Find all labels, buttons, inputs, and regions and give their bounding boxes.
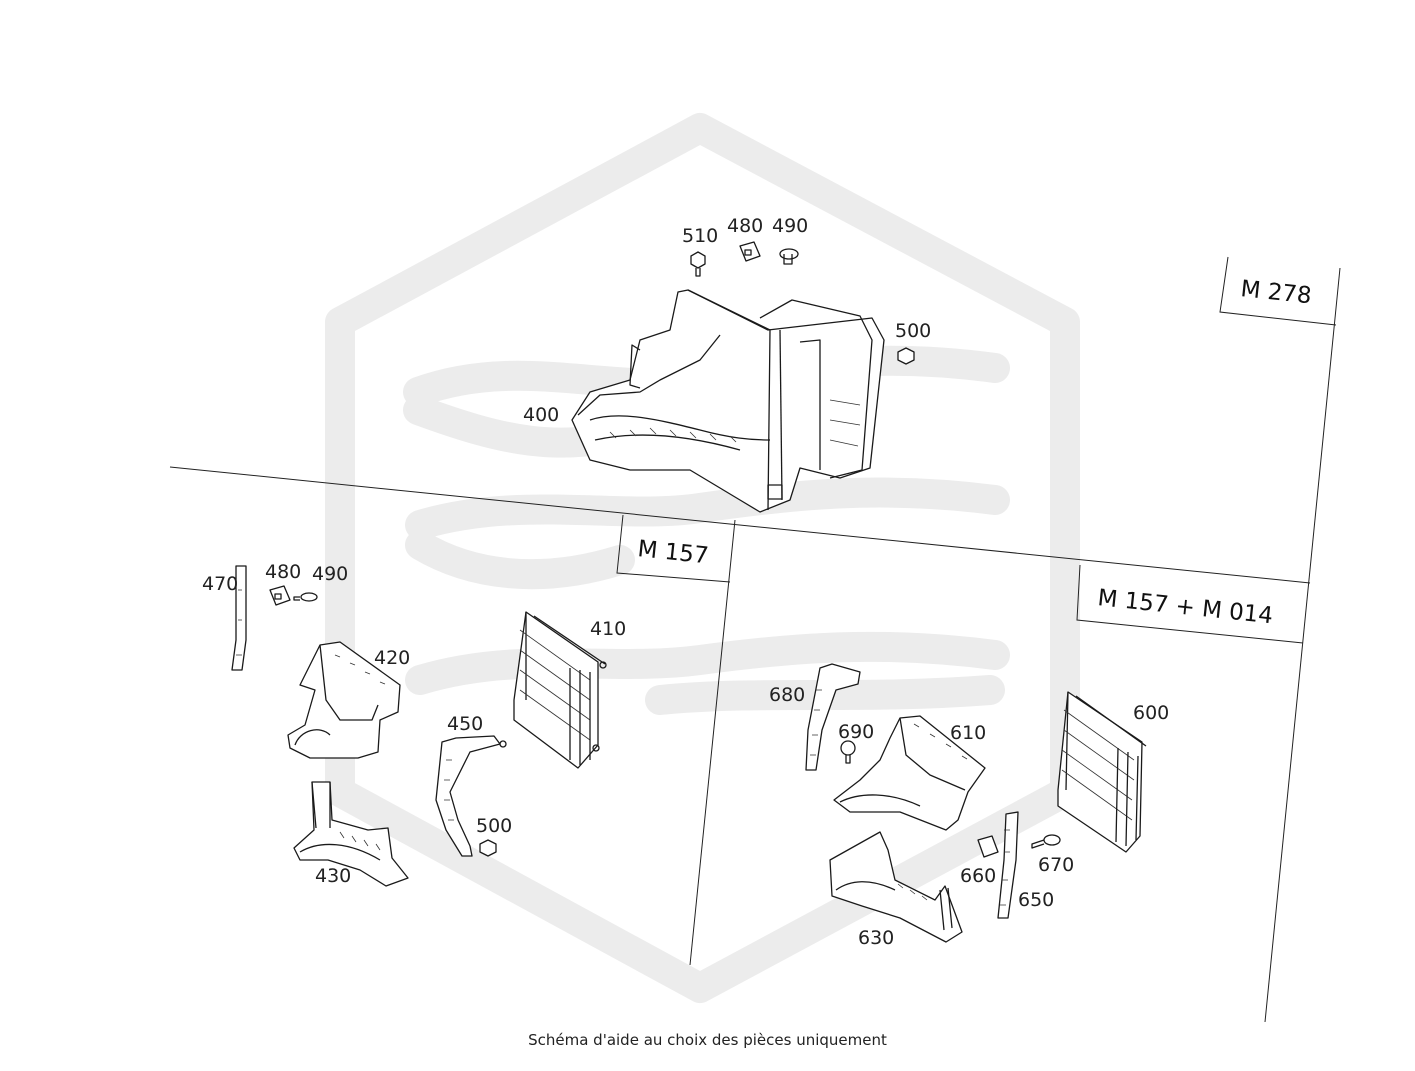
label-680: 680 [769,684,805,706]
part-490-screw-left [293,592,318,602]
label-400: 400 [523,404,559,426]
part-660-clip [977,835,999,858]
logo-watermark [325,113,1080,1003]
part-490-screw-top [779,248,799,265]
part-630-duct-lower [829,831,963,943]
part-number-labels: 510 480 490 500 400 470 480 490 410 420 … [202,215,1169,949]
label-500-left: 500 [476,815,512,837]
part-400-intercooler-assembly [571,289,885,513]
disclaimer-caption: Schéma d'aide au choix des pièces unique… [528,1031,887,1049]
label-660: 660 [960,865,996,887]
label-450: 450 [447,713,483,735]
label-510: 510 [682,225,718,247]
engine-label-m278: M 278 [1239,276,1312,309]
part-410-intercooler [513,611,607,769]
label-650: 650 [1018,889,1054,911]
part-680-bracket [805,663,861,771]
part-500-grommet-left [479,839,497,857]
engine-label-m157: M 157 [636,536,709,569]
label-480-top: 480 [727,215,763,237]
part-510-bolt [690,251,706,277]
label-470: 470 [202,573,238,595]
label-690: 690 [838,721,874,743]
section-dividers [169,256,1341,1023]
part-500-grommet-top [897,347,915,365]
label-670: 670 [1038,854,1074,876]
label-600: 600 [1133,702,1169,724]
label-420: 420 [374,647,410,669]
label-610: 610 [950,722,986,744]
part-690-screw [840,740,856,764]
part-610-air-duct [833,715,986,831]
label-480-left: 480 [265,561,301,583]
part-430-duct-lower [293,781,409,887]
part-470-bracket [231,565,247,671]
engine-label-m157-m014: M 157 + M 014 [1096,585,1274,629]
label-630: 630 [858,927,894,949]
label-410: 410 [590,618,626,640]
part-450-bracket [435,735,507,857]
part-600-intercooler [1057,691,1147,853]
label-430: 430 [315,865,351,887]
label-490-left: 490 [312,563,348,585]
part-420-air-duct [287,641,401,759]
label-500-top: 500 [895,320,931,342]
part-480-clip-left [269,585,291,606]
part-650-bracket [997,811,1019,919]
part-670-screw [1031,834,1061,849]
part-480-clip-top [739,241,761,262]
label-490-top: 490 [772,215,808,237]
